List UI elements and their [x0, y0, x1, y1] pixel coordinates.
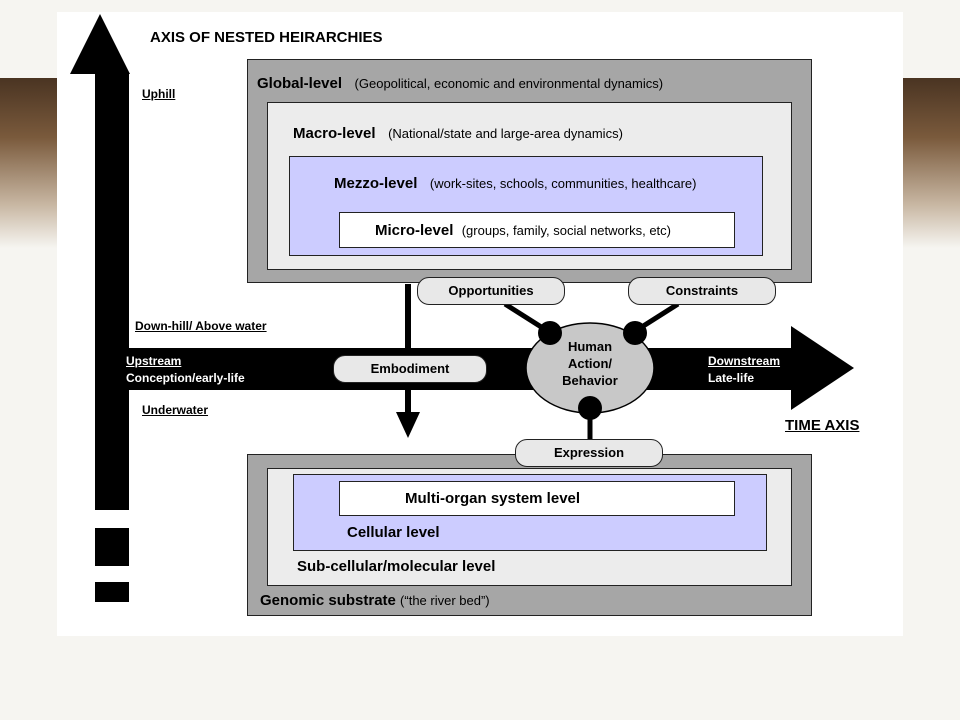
label-downstream: Downstream — [708, 354, 781, 368]
time-axis-label: TIME AXIS — [785, 417, 860, 434]
human-action-line-1: Human — [567, 339, 613, 354]
macro-level-label: Macro-level (National/state and large-ar… — [293, 125, 623, 142]
label-downhill: Down-hill/ Above water — [135, 319, 267, 333]
micro-level-desc: (groups, family, social networks, etc) — [461, 223, 671, 238]
multi-organ-box — [339, 481, 735, 516]
global-level-label: Global-level (Geopolitical, economic and… — [257, 75, 663, 92]
genomic-label: Genomic substrate (“the river bed”) — [260, 592, 490, 609]
opportunities-dot — [538, 321, 562, 345]
opportunities-pill: Opportunities — [417, 277, 565, 305]
diagram-title: AXIS OF NESTED HEIRARCHIES — [150, 29, 383, 46]
human-action-line-2: Action/ — [567, 356, 613, 371]
mezzo-level-label: Mezzo-level (work-sites, schools, commun… — [334, 175, 696, 192]
embodiment-arrowhead — [396, 412, 420, 438]
mezzo-level-name: Mezzo-level — [334, 175, 418, 192]
embodiment-pill: Embodiment — [333, 355, 487, 383]
micro-level-name: Micro-level — [375, 222, 454, 239]
label-upstream: Upstream — [126, 354, 182, 368]
time-axis-arrowhead — [791, 326, 854, 410]
multi-organ-label: Multi-organ system level — [405, 490, 581, 507]
human-action-text: Human Action/ Behavior — [526, 338, 654, 389]
constraints-pill: Constraints — [628, 277, 776, 305]
mezzo-level-desc: (work-sites, schools, communities, healt… — [429, 176, 697, 191]
vertical-axis-dash-2 — [95, 582, 129, 602]
label-uphill: Uphill — [142, 87, 176, 101]
genomic-name: Genomic substrate — [260, 592, 396, 609]
label-underwater: Underwater — [142, 403, 209, 417]
embodiment-arrow-shaft — [405, 284, 411, 414]
subcellular-level-label: Sub-cellular/molecular level — [297, 558, 496, 575]
macro-level-desc: (National/state and large-area dynamics) — [388, 126, 623, 141]
global-level-name: Global-level — [257, 75, 343, 92]
micro-level-box — [339, 212, 735, 248]
constraints-dot — [623, 321, 647, 345]
micro-level-label: Micro-level (groups, family, social netw… — [375, 222, 671, 239]
vertical-axis-dash-1 — [95, 528, 129, 566]
global-level-desc: (Geopolitical, economic and environmenta… — [354, 76, 664, 91]
genomic-desc: (“the river bed”) — [400, 593, 490, 608]
opportunities-connector — [503, 301, 548, 333]
diagram-slide: AXIS OF NESTED HEIRARCHIES Uphill Down-h… — [57, 12, 903, 636]
human-action-line-3: Behavior — [562, 373, 618, 388]
cellular-level-label: Cellular level — [347, 524, 440, 541]
macro-level-name: Macro-level — [293, 125, 376, 142]
vertical-axis-arrowhead — [70, 14, 130, 74]
label-conception: Conception/early-life — [126, 371, 245, 385]
expression-pill: Expression — [515, 439, 663, 467]
label-late-life: Late-life — [708, 371, 755, 385]
expression-dot — [578, 396, 602, 420]
vertical-axis-shaft — [95, 72, 129, 510]
